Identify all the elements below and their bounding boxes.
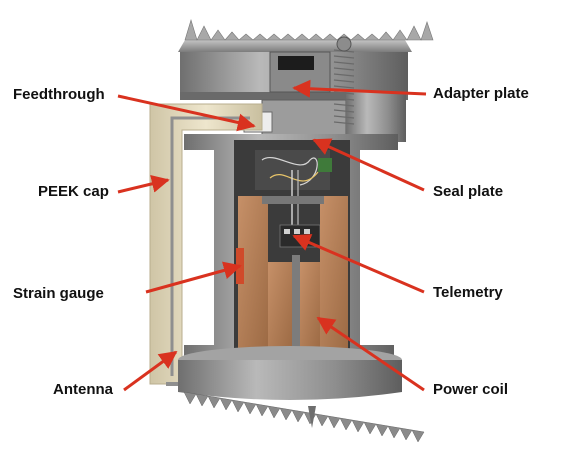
callout-arrows	[117, 79, 427, 392]
label-seal-plate: Seal plate	[433, 183, 504, 200]
arrow-power-coil	[316, 316, 425, 392]
arrow-antenna	[123, 350, 178, 392]
arrow-strain-gauge	[145, 261, 242, 294]
arrow-seal-plate	[312, 138, 425, 192]
bottom-base	[166, 346, 425, 443]
arrow-feedthrough	[117, 94, 256, 132]
arrow-peek-cap	[117, 175, 170, 194]
label-adapter-plate: Adapter plate	[433, 85, 529, 102]
label-peek-cap: PEEK cap	[38, 183, 109, 200]
label-telemetry: Telemetry	[433, 284, 503, 301]
arrow-telemetry	[292, 234, 425, 294]
peek-cap-shape	[149, 103, 263, 385]
arrow-adapter-plate	[292, 79, 427, 98]
label-antenna: Antenna	[53, 381, 113, 398]
label-strain-gauge: Strain gauge	[13, 285, 104, 302]
label-feedthrough: Feedthrough	[13, 86, 105, 103]
label-power-coil: Power coil	[433, 381, 509, 398]
adapter-plate-shape	[261, 36, 406, 142]
